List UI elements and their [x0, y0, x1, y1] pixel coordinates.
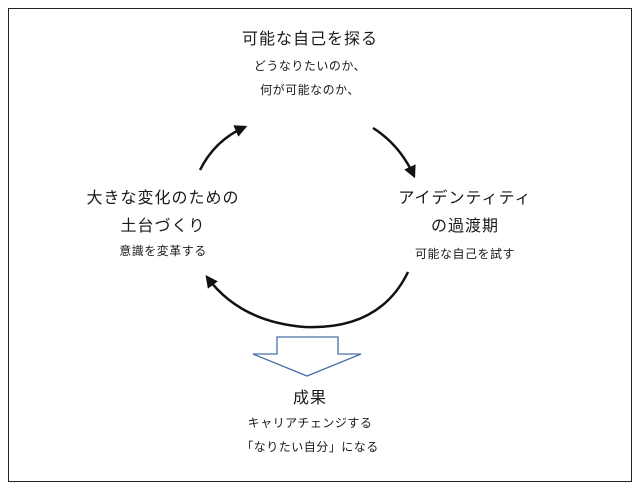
top-node-line2: 何が可能なのか、 [260, 83, 360, 97]
outcome-title: 成果 [292, 388, 327, 407]
left-node-title-line2: 土台づくり [120, 216, 206, 235]
arrow-top-to-right [372, 126, 416, 179]
arrow-right-to-left [205, 271, 410, 329]
left-node-subtitle: 意識を変革する [119, 244, 207, 258]
diagram-frame [8, 8, 632, 482]
right-node-title-line2: の過渡期 [430, 216, 499, 235]
top-node-line1: どうなりたいのか、 [253, 59, 367, 73]
left-node-title-line1: 大きな変化のための [86, 188, 240, 207]
right-node-subtitle: 可能な自己を試す [414, 247, 515, 261]
outcome-line2: 「なりたい自分」になる [241, 440, 379, 454]
arrow-left-to-top [198, 125, 248, 171]
outcome-line1: キャリアチェンジする [247, 416, 373, 430]
top-node-title: 可能な自己を探る [241, 29, 378, 48]
right-node-title-line1: アイデンティティ [398, 188, 532, 207]
outcome-block-arrow [252, 336, 362, 377]
